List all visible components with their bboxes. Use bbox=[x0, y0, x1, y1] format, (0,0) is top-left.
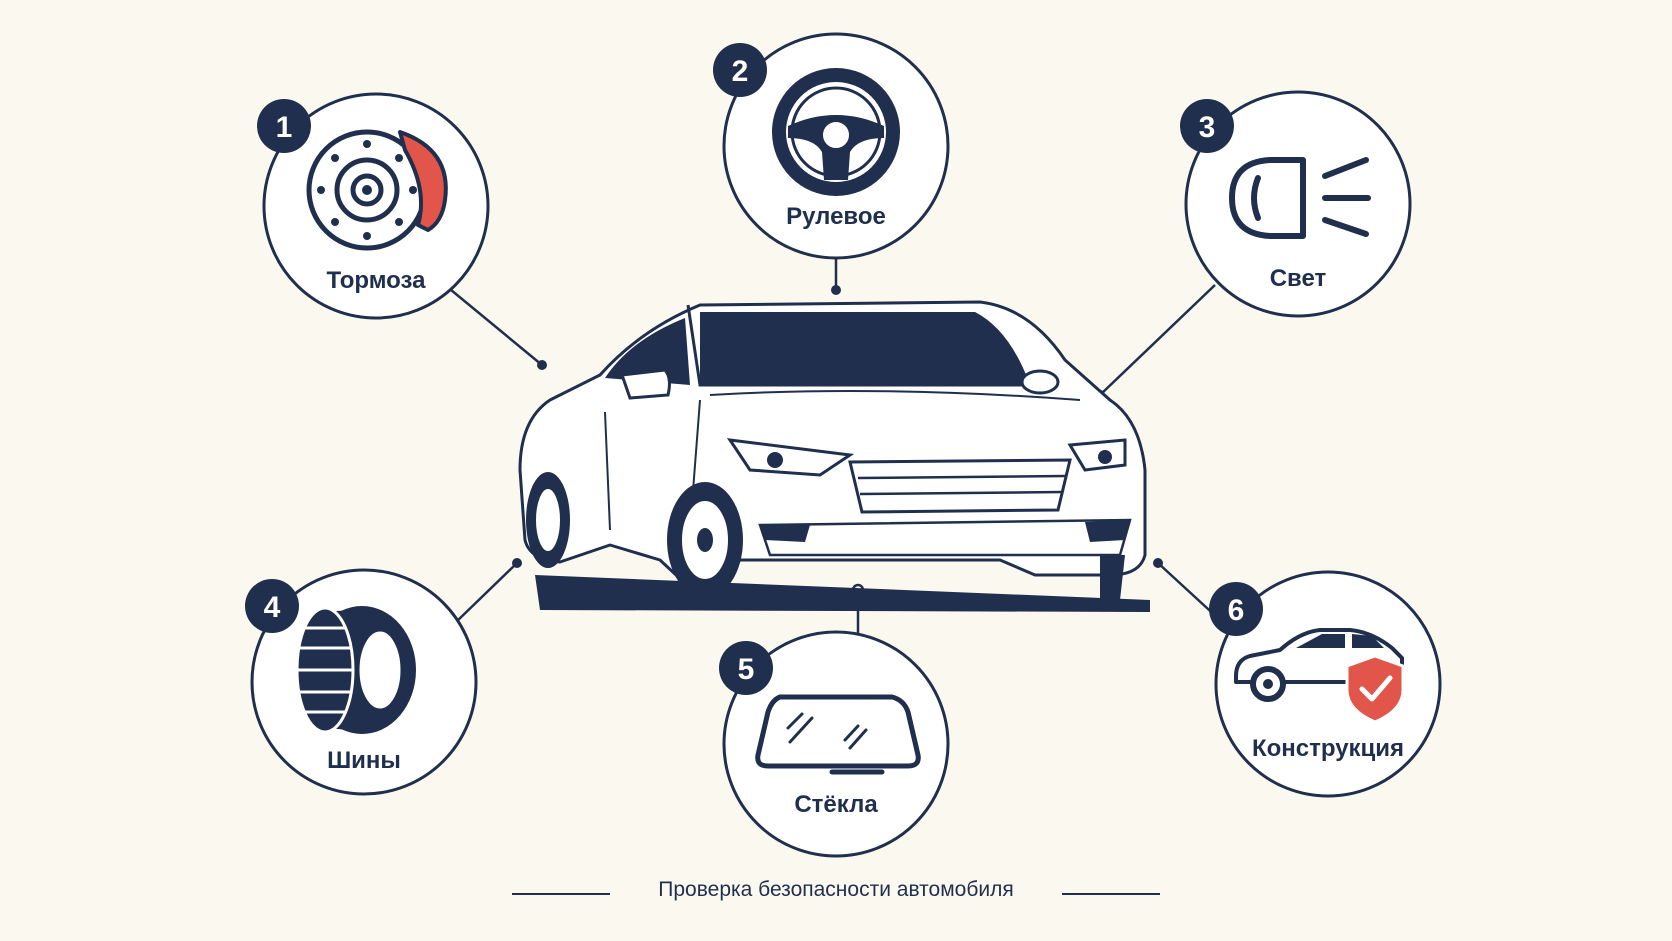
connector-4 bbox=[454, 562, 518, 624]
car-illustration bbox=[518, 300, 1150, 612]
svg-text:6: 6 bbox=[1228, 594, 1245, 627]
node-label-tires: Шины bbox=[327, 747, 401, 774]
badge-5: 5 bbox=[719, 641, 773, 695]
svg-text:3: 3 bbox=[1199, 111, 1216, 144]
svg-text:5: 5 bbox=[738, 653, 755, 686]
connector-3 bbox=[1099, 284, 1216, 396]
headlight-icon bbox=[1229, 157, 1371, 239]
badge-2: 2 bbox=[713, 43, 767, 97]
node-label-glass: Стёкла bbox=[794, 791, 878, 818]
node-label-steering: Рулевое bbox=[786, 203, 886, 230]
svg-text:2: 2 bbox=[732, 55, 749, 88]
node-steering: Рулевое 2 bbox=[713, 32, 950, 260]
node-label-structure: Конструкция bbox=[1252, 735, 1404, 762]
windshield-icon bbox=[755, 694, 921, 775]
node-label-lights: Свет bbox=[1270, 265, 1327, 292]
node-glass: Стёкла 5 bbox=[719, 630, 950, 858]
connector-lines bbox=[444, 255, 1221, 633]
node-tires: Шины 4 bbox=[245, 568, 478, 796]
node-brakes: Тормоза 1 bbox=[257, 92, 490, 320]
connector-1 bbox=[444, 284, 543, 366]
tire-icon bbox=[295, 606, 416, 734]
car-windshield bbox=[700, 312, 1030, 385]
badge-4: 4 bbox=[245, 579, 299, 633]
car-shadow bbox=[535, 575, 1150, 612]
badge-1: 1 bbox=[257, 99, 311, 153]
caption-rule-right bbox=[1062, 893, 1160, 895]
node-structure: Конструкция 6 bbox=[1209, 570, 1442, 798]
caption-rule-left bbox=[512, 893, 610, 895]
diagram-caption: Проверка безопасности автомобиля bbox=[658, 878, 1014, 901]
svg-text:1: 1 bbox=[276, 111, 293, 144]
node-label-brakes: Тормоза bbox=[327, 267, 427, 294]
steering-wheel-icon bbox=[772, 68, 900, 196]
node-lights: Свет 3 bbox=[1180, 90, 1412, 318]
brake-disc-icon bbox=[306, 129, 448, 251]
badge-3: 3 bbox=[1180, 99, 1234, 153]
car-shield-icon bbox=[1234, 628, 1405, 724]
svg-text:4: 4 bbox=[264, 591, 281, 624]
badge-6: 6 bbox=[1209, 582, 1263, 636]
